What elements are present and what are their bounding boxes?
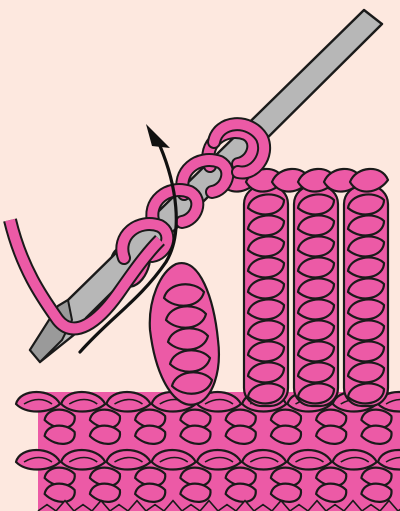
tall-stitches [244, 186, 388, 406]
foundation-rows [16, 392, 400, 511]
